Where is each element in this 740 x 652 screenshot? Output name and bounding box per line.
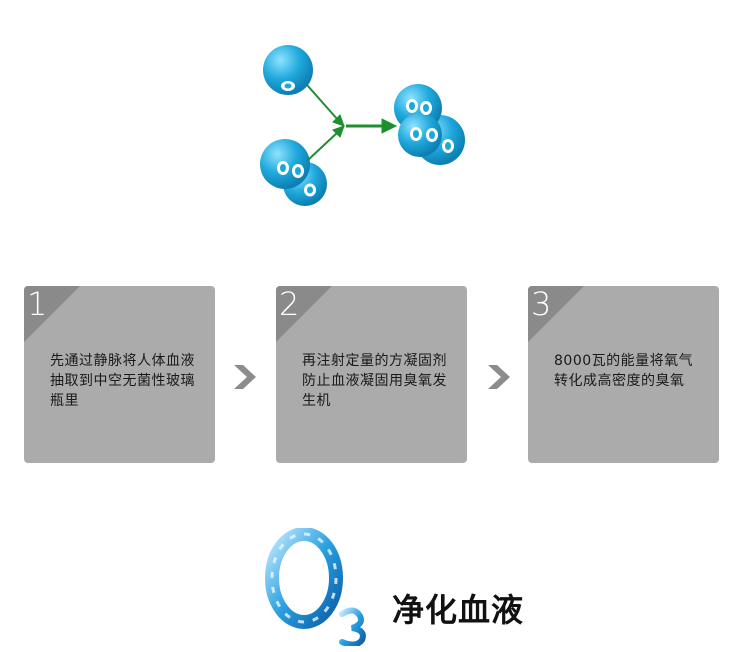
- step-number: 3: [531, 286, 552, 323]
- ozone-formation-diagram: [260, 45, 465, 206]
- reaction-arrows: [306, 84, 398, 161]
- chevron-right-icon: [488, 365, 510, 389]
- step-text: 8000瓦的能量将氧气转化成高密度的臭氧: [554, 353, 694, 389]
- step-card-2: 2 再注射定量的方凝固剂防止血液凝固用臭氧发生机: [276, 286, 467, 463]
- step-card-3: 3 8000瓦的能量将氧气转化成高密度的臭氧: [528, 286, 719, 463]
- oxygen-molecule-icon: [260, 139, 327, 206]
- step-text: 再注射定量的方凝固剂防止血液凝固用臭氧发生机: [302, 353, 447, 409]
- step-corner: [528, 286, 584, 342]
- page-title: 净化血液: [392, 591, 525, 629]
- oxygen-atom-icon: [263, 45, 313, 95]
- o3-water-logo: [265, 528, 366, 646]
- step-card-1: 1 先通过静脉将人体血液抽取到中空无菌性玻璃瓶里: [24, 286, 215, 463]
- step-corner: [24, 286, 80, 342]
- chevron-right-icon: [234, 365, 256, 389]
- step-text: 先通过静脉将人体血液抽取到中空无菌性玻璃瓶里: [50, 353, 195, 409]
- ozone-molecule-icon: [394, 84, 465, 165]
- step-number: 1: [27, 286, 48, 323]
- step-corner: [276, 286, 332, 342]
- step-number: 2: [279, 286, 300, 323]
